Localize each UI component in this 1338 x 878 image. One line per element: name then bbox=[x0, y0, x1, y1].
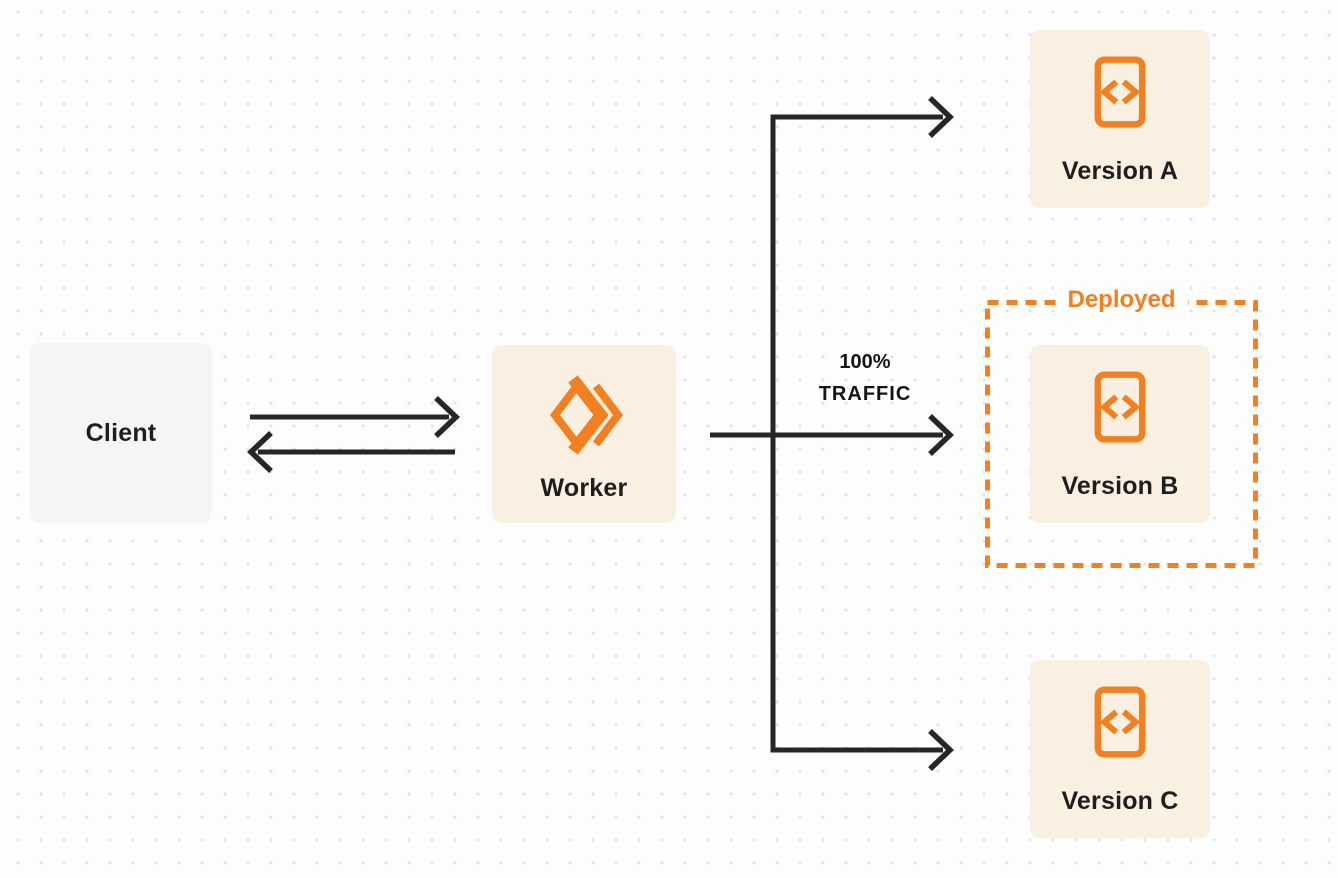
version-b-node: Version B bbox=[1030, 345, 1210, 523]
version-a-label: Version A bbox=[1061, 157, 1179, 185]
worker-label: Worker bbox=[540, 474, 628, 502]
arrowhead-left-icon bbox=[247, 431, 273, 473]
code-file-icon bbox=[1091, 686, 1149, 758]
arrowhead-right-icon bbox=[928, 96, 954, 138]
worker-node: Worker bbox=[492, 345, 676, 523]
deployed-label: Deployed bbox=[1055, 286, 1188, 314]
client-label: Client bbox=[85, 418, 157, 447]
code-file-icon bbox=[1091, 56, 1149, 128]
version-c-node: Version C bbox=[1030, 660, 1210, 838]
version-a-node: Version A bbox=[1030, 30, 1210, 208]
branch-line bbox=[770, 114, 943, 753]
client-node: Client bbox=[30, 343, 212, 523]
arrowhead-right-icon bbox=[434, 396, 460, 438]
version-c-label: Version C bbox=[1061, 787, 1179, 815]
arrowhead-right-icon bbox=[928, 414, 954, 456]
arrowhead-right-icon bbox=[928, 729, 954, 771]
version-b-label: Version B bbox=[1061, 472, 1179, 500]
code-file-icon bbox=[1091, 371, 1149, 443]
workers-logo-icon bbox=[544, 375, 624, 455]
traffic-percent: 100% bbox=[839, 351, 891, 373]
deployed-region: Deployed bbox=[985, 286, 1258, 568]
traffic-word: TRAFFIC bbox=[818, 383, 912, 405]
traffic-annotation: 100% TRAFFIC bbox=[795, 350, 935, 406]
